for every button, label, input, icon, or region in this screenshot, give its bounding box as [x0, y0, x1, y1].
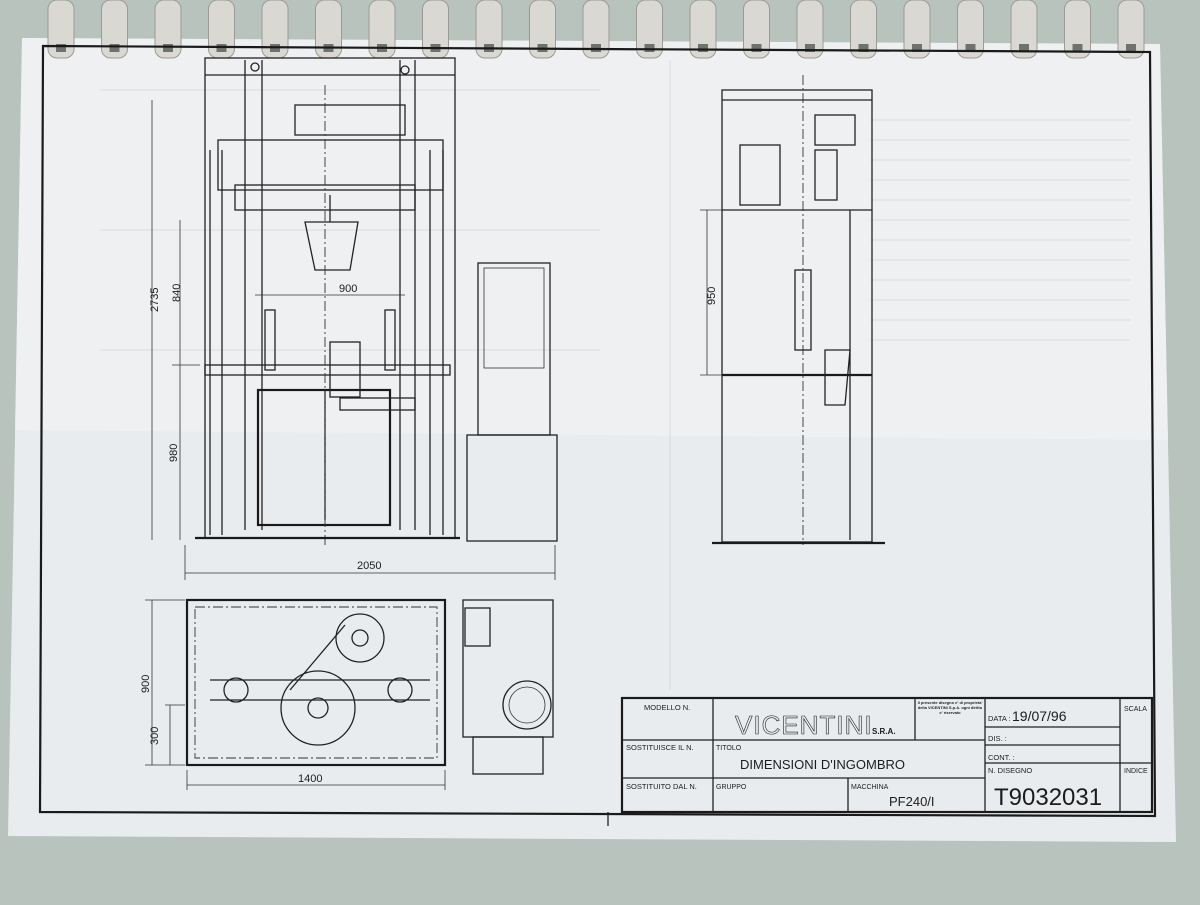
binding-ring	[796, 0, 824, 59]
binding-hole	[1072, 44, 1083, 52]
data-label: DATA :	[988, 714, 1011, 723]
binding-hole	[858, 44, 869, 52]
title-block: MODELLO N. VICENTINI S.R.A. Il presente …	[620, 696, 1154, 814]
dim-2050: 2050	[357, 560, 381, 572]
binding-ring	[101, 0, 128, 59]
binding-ring	[957, 0, 984, 59]
binding-hole	[644, 44, 655, 52]
indice-label: INDICE	[1124, 768, 1148, 775]
dim-840: 840	[171, 284, 183, 302]
modello-label: MODELLO N.	[644, 703, 690, 712]
macchina-label: MACCHINA	[851, 784, 889, 791]
brand-suffix: S.R.A.	[872, 727, 896, 736]
binding-hole	[109, 44, 120, 52]
spiral-binding	[47, 0, 1145, 59]
titolo-label: TITOLO	[716, 745, 742, 752]
n-disegno-label: N. DISEGNO	[988, 766, 1032, 775]
binding-ring	[850, 0, 877, 59]
plan-view: 900 300 1400	[140, 598, 554, 790]
binding-ring	[1010, 0, 1038, 59]
front-view	[195, 57, 558, 545]
binding-ring	[1064, 0, 1091, 59]
binding-hole	[751, 44, 762, 52]
binding-hole	[1019, 44, 1029, 52]
scala-label: SCALA	[1124, 706, 1147, 713]
binding-ring	[903, 0, 931, 59]
cont-label: CONT. :	[988, 753, 1015, 762]
sostituisce-label: SOSTITUISCE IL N.	[626, 743, 694, 752]
binding-ring	[582, 0, 610, 59]
drawing-border	[38, 44, 1157, 818]
dim-900-front: 900	[339, 283, 357, 295]
dim-900-plan: 900	[140, 675, 152, 693]
binding-ring	[689, 0, 717, 59]
binding-hole	[965, 44, 976, 52]
binding-hole	[163, 44, 173, 52]
binding-ring	[636, 0, 663, 59]
sostituito-label: SOSTITUITO DAL N.	[626, 782, 697, 791]
dim-2735: 2735	[149, 288, 161, 312]
dim-950: 950	[706, 287, 718, 305]
macchina-value: PF240/I	[889, 794, 935, 809]
binding-hole	[805, 44, 815, 52]
binding-ring	[154, 0, 182, 59]
dis-label: DIS. :	[988, 734, 1007, 743]
binding-ring	[1117, 0, 1145, 59]
gruppo-label: GRUPPO	[716, 784, 747, 791]
data-value: 19/07/96	[1012, 708, 1067, 724]
binding-hole	[1126, 44, 1136, 52]
n-disegno-value: T9032031	[994, 784, 1102, 811]
binding-ring	[743, 0, 770, 59]
titolo-value: DIMENSIONI D'INGOMBRO	[740, 757, 905, 772]
binding-ring	[475, 0, 503, 59]
front-dimensions: 2735 840 900 980 2050	[149, 100, 556, 580]
binding-ring	[529, 0, 556, 59]
side-view: 950	[700, 75, 885, 545]
dim-980: 980	[168, 444, 180, 462]
binding-ring	[47, 0, 75, 59]
dim-1400: 1400	[298, 773, 322, 785]
dim-300: 300	[149, 727, 161, 745]
brand-logo: VICENTINI	[735, 710, 873, 740]
binding-hole	[56, 44, 66, 52]
binding-hole	[698, 44, 708, 52]
ownership-note: Il presente disegno e' di proprieta' del…	[917, 700, 983, 715]
binding-hole	[912, 44, 922, 52]
